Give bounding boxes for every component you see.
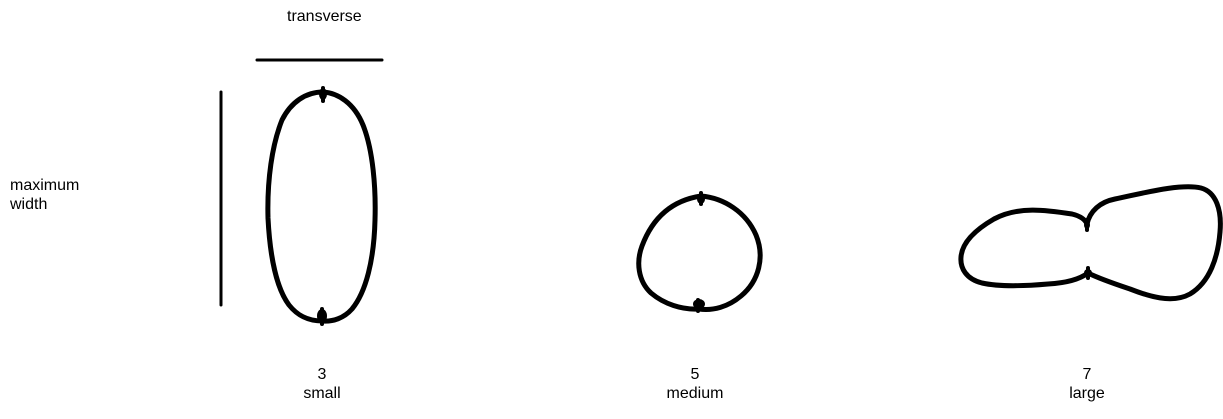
- grade-caption-large: 7 large: [1069, 365, 1105, 403]
- grade-label: large: [1069, 384, 1105, 403]
- outline-small: [268, 92, 375, 321]
- grade-label: medium: [667, 384, 724, 403]
- grade-value: 7: [1069, 365, 1105, 384]
- grade-caption-small: 3 small: [303, 365, 340, 403]
- transverse-label: transverse: [287, 7, 362, 26]
- maximum-width-label: maximum width: [10, 176, 79, 214]
- grade-label: small: [303, 384, 340, 403]
- grade-value: 5: [667, 365, 724, 384]
- outline-large: [961, 187, 1220, 299]
- maximum-width-label-line2: width: [10, 195, 79, 214]
- maximum-width-label-line1: maximum: [10, 176, 79, 195]
- outline-dots: [317, 88, 1092, 323]
- outline-medium: [639, 196, 760, 309]
- grade-value: 3: [303, 365, 340, 384]
- grade-caption-medium: 5 medium: [667, 365, 724, 403]
- outline-marks: [322, 88, 1088, 324]
